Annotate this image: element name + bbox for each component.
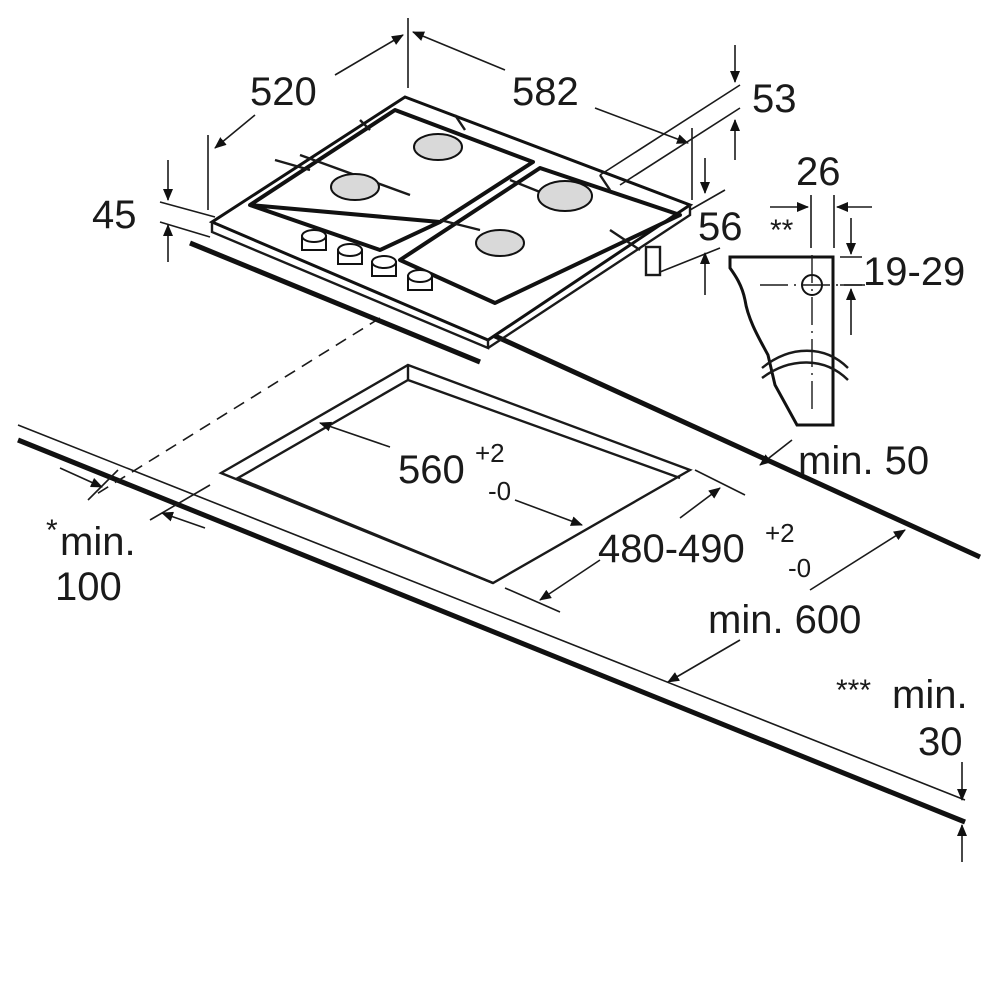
dim-depth-arrow-top xyxy=(679,487,721,519)
label-560: 560 xyxy=(398,448,465,492)
hob-base-shadow xyxy=(189,240,481,365)
dim-560-arrow-right xyxy=(514,499,583,526)
label-depth-520: 520 xyxy=(250,70,317,114)
label-53: 53 xyxy=(752,77,797,121)
arrow-in xyxy=(59,467,103,488)
dim-560-arrow-left xyxy=(319,421,391,448)
label-min-600: min. 600 xyxy=(708,598,861,642)
burner-back-right xyxy=(537,180,593,212)
grate-right xyxy=(398,166,682,305)
label-min-50: min. 50 xyxy=(798,439,929,483)
dim-582-arrow-right xyxy=(594,107,689,144)
dim-depth-ext-bottom xyxy=(504,587,561,613)
label-56: 56 xyxy=(698,205,743,249)
burner-front-left xyxy=(330,173,380,201)
dim-56-ext xyxy=(689,189,726,211)
dim-45-ext xyxy=(159,201,216,218)
hidden-side-edge xyxy=(94,317,381,496)
label-front-asterisk: * xyxy=(46,514,58,547)
dim-depth-arrow-bottom xyxy=(539,559,601,601)
hob xyxy=(189,95,694,365)
label-26: 26 xyxy=(796,150,841,194)
hob-right-edge xyxy=(487,205,692,350)
grate-fingers xyxy=(274,114,641,251)
dim-520-arrow-top xyxy=(334,34,404,76)
label-height-45: 45 xyxy=(92,193,137,237)
worktop-front-bottom-edge xyxy=(17,437,966,825)
break-line-bottom xyxy=(761,361,849,381)
break-line-top xyxy=(761,349,849,369)
label-560-tol-minus: -0 xyxy=(488,476,511,506)
hob-dimensions xyxy=(159,18,741,295)
hob-front-edge xyxy=(210,222,490,350)
grate-left-front xyxy=(249,203,441,252)
label-width-582: 582 xyxy=(512,70,579,114)
ext-line xyxy=(149,484,211,521)
arrow-top xyxy=(809,529,906,591)
arrow-bottom xyxy=(667,639,741,683)
dim-582-arrow-left xyxy=(412,31,506,71)
dim-53-ext xyxy=(619,107,741,186)
knob xyxy=(301,229,327,251)
dim-depth-ext-top xyxy=(694,469,746,496)
worktop xyxy=(17,317,982,825)
label-front-min: min. xyxy=(60,520,136,564)
arrow-in xyxy=(161,511,206,529)
worktop-depth-dimension xyxy=(667,529,906,683)
label-480-490-tol-minus: -0 xyxy=(788,553,811,583)
burner-back-left xyxy=(413,133,463,161)
label-front-100: 100 xyxy=(55,565,122,609)
cutout xyxy=(218,363,746,613)
label-thickness-min: min. xyxy=(892,673,968,717)
knob xyxy=(337,243,363,265)
label-480-490: 480-490 xyxy=(598,527,745,571)
profile-outline xyxy=(728,255,835,427)
hob-foot xyxy=(644,245,662,277)
back-clearance-arrow xyxy=(759,439,793,466)
front-clearance-dimension xyxy=(59,467,211,529)
label-560-tol-plus: +2 xyxy=(475,438,505,468)
knob xyxy=(371,255,397,277)
label-triple-asterisk: *** xyxy=(836,674,871,707)
label-480-490-tol-plus: +2 xyxy=(765,518,795,548)
worktop-back-edge xyxy=(458,317,982,560)
label-19-29: 19-29 xyxy=(863,250,965,294)
label-double-asterisk: ** xyxy=(770,214,794,247)
dim-53-ext xyxy=(599,84,741,176)
label-thickness-30: 30 xyxy=(918,720,963,764)
dim-56-ext xyxy=(659,247,721,273)
ext-line xyxy=(87,469,119,501)
worktop-front-top-edge xyxy=(17,424,966,801)
knob xyxy=(407,269,433,291)
burner-front-right xyxy=(475,229,525,257)
dim-520-arrow-bottom xyxy=(214,114,256,149)
cutout-inner-left xyxy=(235,378,494,585)
side-profile-detail xyxy=(728,195,872,427)
